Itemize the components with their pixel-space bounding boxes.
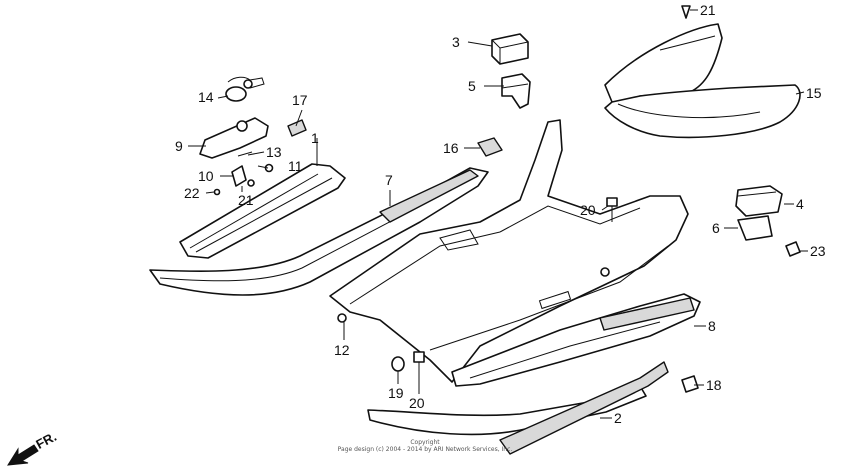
callout-4: 4 xyxy=(796,196,804,212)
part-23-bolt xyxy=(785,241,801,257)
callout-10: 10 xyxy=(198,168,214,184)
part-5-bracket xyxy=(501,73,531,109)
part-20-bolt-upper xyxy=(606,197,618,222)
copyright-notice: Copyright Page design (c) 2004 - 2014 by… xyxy=(300,439,550,453)
part-2-floor-strip xyxy=(367,361,669,455)
callout-13: 13 xyxy=(266,144,282,160)
leader-lines xyxy=(188,9,808,419)
callout-18: 18 xyxy=(706,377,722,393)
part-15-rear-cover xyxy=(604,23,801,139)
part-18-screw xyxy=(681,375,699,393)
callout-23: 23 xyxy=(810,243,826,259)
part-4-bracket xyxy=(735,185,783,217)
part-1-side-rail xyxy=(179,163,346,259)
callout-11: 11 xyxy=(288,158,303,174)
callout-17: 17 xyxy=(292,92,308,108)
part-8-floor-side-cover xyxy=(451,293,701,387)
callout-6: 6 xyxy=(712,220,720,236)
callout-12: 12 xyxy=(334,342,350,358)
callout-20-upper: 20 xyxy=(580,202,596,218)
front-direction-arrow: FR. xyxy=(7,429,59,466)
callout-14: 14 xyxy=(198,89,214,105)
callout-5: 5 xyxy=(468,78,476,94)
part-20-bolt-lower xyxy=(413,351,425,384)
front-direction-label: FR. xyxy=(33,429,59,452)
small-fasteners xyxy=(213,151,274,196)
callout-21-top: 21 xyxy=(700,2,716,18)
callout-numbers: 1 2 3 4 5 6 7 8 9 10 11 12 13 14 15 16 1… xyxy=(175,2,826,426)
part-16-pad xyxy=(477,137,503,157)
callout-8: 8 xyxy=(708,318,716,334)
part-21-bolt-top xyxy=(681,5,691,19)
part-9-lid xyxy=(199,117,269,159)
callout-2: 2 xyxy=(614,410,622,426)
callout-20-lower: 20 xyxy=(409,395,425,411)
callout-1: 1 xyxy=(311,130,319,146)
part-3-bracket xyxy=(491,33,529,65)
callout-19: 19 xyxy=(388,385,404,401)
main-floor-panel xyxy=(329,119,689,383)
copyright-line-1: Copyright xyxy=(410,439,440,446)
callout-16: 16 xyxy=(443,140,459,156)
callout-22: 22 xyxy=(184,185,200,201)
part-14-key-switch xyxy=(225,76,265,102)
callout-21-left: 21 xyxy=(238,192,254,208)
callout-9: 9 xyxy=(175,138,183,154)
callout-3: 3 xyxy=(452,34,460,50)
part-12-bolt xyxy=(337,313,347,323)
part-7-floor-side-cover xyxy=(149,167,489,296)
part-19-washer xyxy=(391,356,405,372)
callout-7: 7 xyxy=(385,172,393,188)
copyright-line-2: Page design (c) 2004 - 2014 by ARI Netwo… xyxy=(337,446,513,453)
part-6-bracket xyxy=(737,215,773,241)
callout-15: 15 xyxy=(806,85,822,101)
